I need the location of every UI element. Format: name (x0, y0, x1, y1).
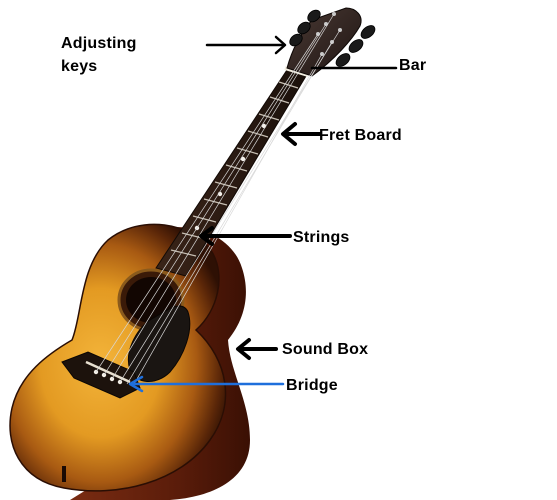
tuning-pegs (289, 9, 376, 67)
arrow-strings (199, 226, 292, 246)
label-sound-box: Sound Box (282, 341, 369, 358)
arrow-adjusting-keys (205, 35, 287, 55)
arrow-sound-box (236, 338, 278, 360)
end-pin (62, 466, 66, 482)
pickguard (128, 305, 191, 382)
arrow-fret-board (281, 122, 322, 146)
label-bar: Bar (399, 57, 427, 74)
label-fret-board: Fret Board (319, 127, 402, 144)
strings (95, 13, 341, 387)
label-adjusting-keys-line2: keys (61, 58, 98, 75)
label-adjusting-keys: Adjusting keys (61, 32, 137, 78)
label-adjusting-keys-line1: Adjusting (61, 35, 137, 52)
fret-board (155, 69, 307, 277)
label-strings: Strings (293, 229, 350, 246)
label-bridge: Bridge (286, 377, 338, 394)
arrow-bridge (128, 375, 285, 393)
